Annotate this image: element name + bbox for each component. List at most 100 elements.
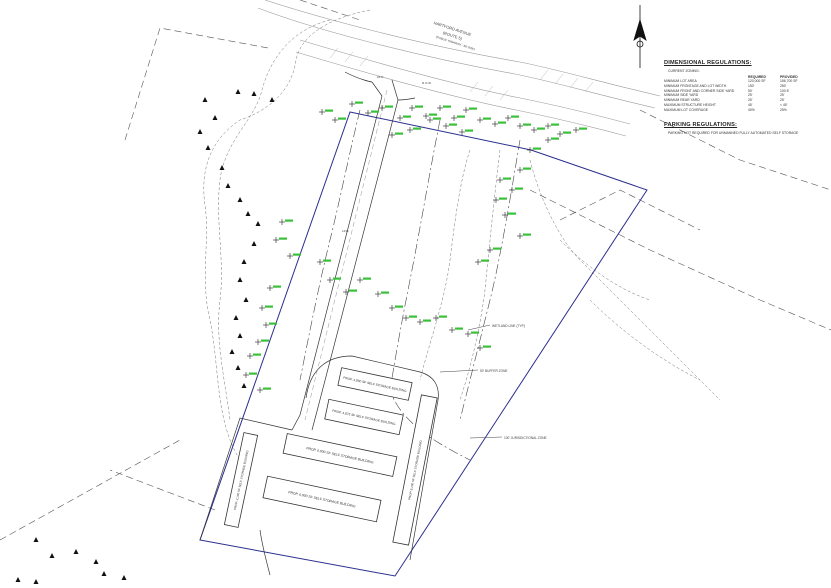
wetland-flag	[459, 129, 473, 135]
contour-lines	[203, 9, 721, 461]
required-header: REQUIRED	[748, 75, 766, 79]
wetland-flag	[263, 322, 277, 328]
dimensional-provided: 25'	[780, 93, 785, 98]
wetland-flag	[389, 305, 403, 311]
property-boundary	[199, 111, 648, 577]
dimensional-required: 25'	[748, 98, 753, 103]
line-label: LINE	[342, 229, 349, 233]
wetland-flag	[365, 110, 379, 116]
tree-marker	[212, 115, 218, 120]
tree-marker	[93, 559, 99, 564]
storage-buildings: PROP. 4,800 SF SELF STORAGE BUILDING PRO…	[223, 367, 438, 546]
dimensional-required: 40%	[748, 107, 755, 112]
building-5: PROP. 2,100 SF SELF STORAGE BUILDING	[223, 432, 259, 528]
wetland-flag	[531, 127, 545, 133]
dimensional-provided: 25%	[780, 107, 787, 112]
wetland-flag	[255, 339, 269, 345]
tree-marker	[49, 553, 55, 558]
wetland-flag	[502, 212, 516, 218]
wetland-flags	[243, 101, 587, 393]
wetland-flag	[573, 127, 587, 133]
dimensional-required: 45'	[748, 102, 753, 107]
tree-marker	[243, 297, 249, 302]
wetland-flag	[475, 259, 489, 265]
tree-marker	[229, 349, 235, 354]
wetland-flag	[417, 319, 431, 325]
parking-title: PARKING REGULATIONS:	[664, 121, 738, 128]
building-3: PROP. 6,000 SF SELF STORAGE BUILDING	[282, 433, 398, 477]
tree-marker	[235, 89, 241, 94]
tree-marker	[245, 211, 251, 216]
wetland-flag	[332, 117, 346, 123]
wetland-flag	[397, 115, 411, 121]
wetland-flag	[443, 123, 457, 129]
wetland-flag	[451, 115, 465, 121]
tree-marker	[251, 241, 257, 246]
wetland-flag	[375, 291, 389, 297]
drive-centerline	[304, 89, 388, 421]
building-2: PROP. 4,875 SF SELF STORAGE BUILDING	[324, 398, 404, 436]
wetland-flag	[517, 167, 531, 173]
dashed-lines	[0, 0, 831, 541]
wetland-flag	[427, 117, 441, 123]
wetland-flag	[423, 113, 437, 119]
dimensional-required: 120,000 SF	[748, 79, 766, 83]
tree-marker	[101, 571, 107, 576]
wetland-flag	[243, 372, 257, 378]
wetland-flag	[407, 127, 421, 133]
buffer-zone-label: 50' BUFFER ZONE	[480, 369, 508, 373]
wetland-flag	[389, 132, 403, 138]
dimensional-label: MAXIMUM STRUCTURE HEIGHT	[664, 102, 716, 107]
dimensional-label: MINIMUM SIDE YARD	[664, 93, 699, 98]
wetland-flag	[463, 107, 477, 113]
tree-marker	[241, 383, 247, 388]
wetland-flag	[273, 237, 287, 243]
wetland-flag	[349, 101, 363, 107]
tree-marker	[33, 579, 39, 584]
wetland-flag	[433, 315, 447, 321]
wetland-flag	[492, 121, 506, 127]
dimensional-provided: < 45'	[780, 102, 788, 107]
dimensional-header: REQUIRED PROVIDED	[664, 75, 824, 79]
callouts	[439, 324, 503, 439]
regulations-panel: DIMENSIONAL REGULATIONS: CURRENT ZONING:…	[664, 60, 824, 135]
north-arrow-icon	[633, 5, 647, 68]
dimensional-title: DIMENSIONAL REGULATIONS:	[664, 60, 752, 66]
tree-marker	[73, 549, 79, 554]
dimensional-provided: 250'	[780, 83, 787, 88]
wetland-flag	[317, 259, 331, 265]
wetland-flag	[327, 277, 341, 283]
dimensional-label: MINIMUM FRONT AND CORNER SIDE YARD	[664, 88, 735, 93]
tree-marker	[237, 277, 243, 282]
wetland-flag	[257, 387, 271, 393]
tree-marker	[225, 183, 231, 188]
dimensional-required: 50'	[748, 88, 753, 93]
zone-line: CURRENT ZONING:	[668, 69, 700, 73]
building-4: PROP. 6,000 SF SELF STORAGE BUILDING	[262, 475, 382, 523]
wetland-flag	[449, 327, 463, 333]
wetland-flag	[497, 177, 511, 183]
tree-line-markers	[15, 89, 275, 584]
tree-marker	[269, 97, 275, 102]
tree-marker	[251, 91, 257, 96]
tree-marker	[202, 97, 208, 102]
tree-marker	[205, 145, 211, 150]
tree-marker	[235, 365, 241, 370]
wetland-flag	[517, 233, 531, 239]
wetland-flag	[557, 131, 571, 137]
wetland-flag	[259, 305, 273, 311]
tree-marker	[233, 315, 239, 320]
tree-marker	[255, 221, 261, 226]
tree-marker	[219, 165, 225, 170]
tree-marker	[15, 577, 21, 582]
access-drive	[199, 71, 439, 576]
drive-annotation: 24.0' R.O.W. LINE	[342, 75, 432, 233]
dimensional-provided: 25'	[780, 98, 785, 103]
wetland-flag	[357, 277, 371, 283]
wetland-flag	[509, 187, 523, 193]
tree-marker	[237, 333, 243, 338]
